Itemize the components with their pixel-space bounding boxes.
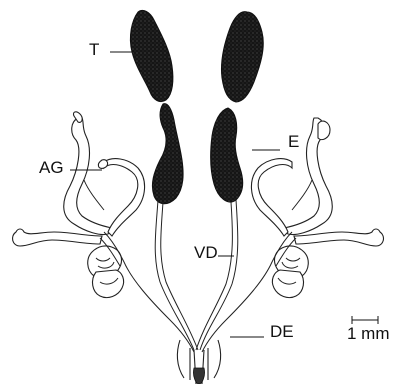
right-accessory-gland (251, 118, 383, 298)
scale-bar-label: 1 mm (347, 325, 390, 342)
label-accessory-gland: AG (39, 159, 64, 176)
label-ejaculatory-duct: DE (270, 323, 294, 340)
scale-bar (352, 316, 378, 324)
left-accessory-gland (13, 112, 145, 298)
label-testis: T (89, 41, 99, 58)
left-vas-deferens-inner (161, 202, 198, 350)
right-vas-deferens-inner (196, 202, 232, 350)
left-testis-upper (130, 10, 173, 101)
label-vas-deferens: VD (194, 244, 218, 261)
left-testis-lower (152, 104, 183, 204)
ejaculatory-duct-tip (193, 368, 204, 384)
right-testis-lower (211, 108, 243, 202)
label-e: E (288, 133, 299, 150)
right-testis-upper (221, 12, 263, 102)
